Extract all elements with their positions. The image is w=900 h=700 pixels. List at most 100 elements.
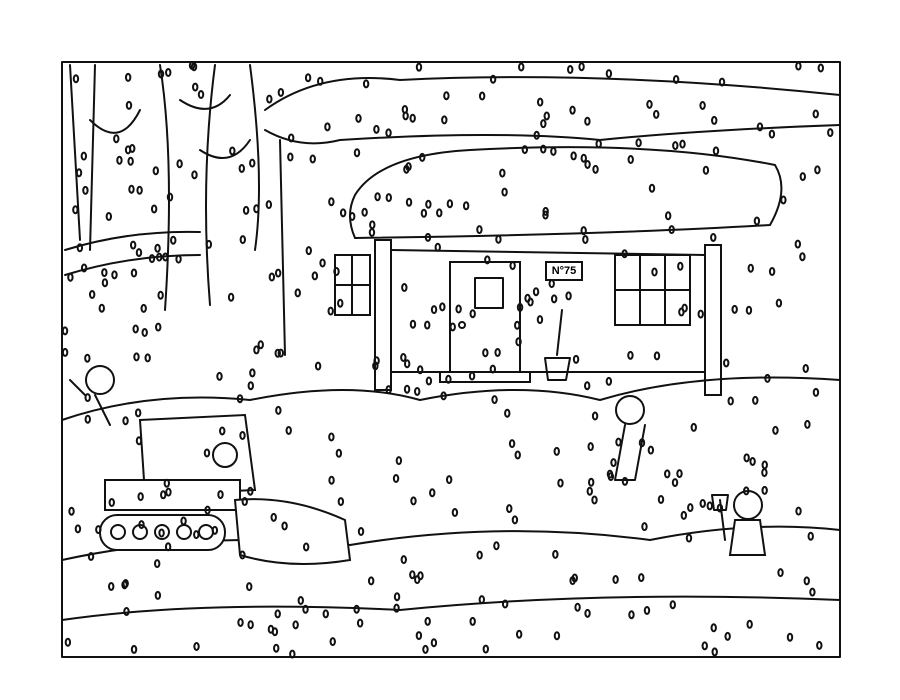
snowflake xyxy=(154,243,161,253)
snowflake xyxy=(277,87,285,97)
snowflake xyxy=(130,644,138,654)
snowflake xyxy=(247,486,254,496)
snowflake xyxy=(192,82,199,92)
snowflake xyxy=(80,263,88,273)
snowflake xyxy=(353,148,361,158)
snowflake xyxy=(643,605,651,615)
snowflake xyxy=(88,290,96,300)
snowflake xyxy=(455,304,462,314)
snowflake xyxy=(402,111,409,121)
snowflake xyxy=(786,632,794,642)
snowflake xyxy=(409,570,416,580)
snowflake xyxy=(157,69,165,79)
snowflake xyxy=(679,139,686,149)
snowflake xyxy=(515,337,522,347)
snowflake xyxy=(542,206,549,216)
snowflake xyxy=(247,381,254,391)
snowflake xyxy=(158,528,165,538)
snowflake xyxy=(72,205,79,215)
snowflake xyxy=(410,496,417,506)
snowflake xyxy=(493,541,500,551)
snowflake xyxy=(501,187,508,197)
snowflake xyxy=(156,252,163,262)
snowflake xyxy=(711,647,718,657)
snowflake xyxy=(238,163,245,173)
snowflake xyxy=(701,641,708,651)
snowflake xyxy=(152,166,160,176)
snowflake xyxy=(768,129,776,139)
snowflake xyxy=(690,422,697,432)
snowflake xyxy=(249,158,256,168)
snowflake xyxy=(746,619,753,629)
snowflake xyxy=(672,141,679,151)
snowflake xyxy=(440,391,447,401)
snowflake xyxy=(586,486,593,496)
snowflake xyxy=(489,74,497,84)
snowflake xyxy=(415,631,423,641)
snowflake xyxy=(356,618,364,628)
snowflake xyxy=(395,456,403,466)
snowflake xyxy=(144,353,151,363)
snowflake xyxy=(664,469,671,479)
snowflake xyxy=(385,128,392,138)
snowflake xyxy=(592,164,599,174)
snowflake xyxy=(400,555,407,565)
snowflake xyxy=(157,290,164,300)
snowflake xyxy=(241,497,248,507)
shovel-icon xyxy=(544,309,571,381)
snowflake xyxy=(710,232,717,242)
snowflake xyxy=(424,616,431,626)
snowflake xyxy=(289,649,296,659)
snowflake xyxy=(275,405,282,415)
snowflake xyxy=(669,600,676,610)
snowflake xyxy=(141,328,148,338)
snowflake xyxy=(373,356,380,366)
snowflake xyxy=(569,576,576,586)
snowflake xyxy=(239,430,246,440)
snowflake xyxy=(328,475,335,485)
snowflake xyxy=(752,395,759,405)
snowflake xyxy=(711,115,718,125)
snowflake xyxy=(516,302,524,312)
snowflake xyxy=(680,510,688,520)
snowflake xyxy=(651,267,658,277)
snowflake xyxy=(536,315,544,325)
snowflake xyxy=(584,159,591,169)
snowflake xyxy=(565,291,572,301)
snowflake xyxy=(582,235,589,245)
snowflake xyxy=(64,637,72,647)
snowflake xyxy=(532,287,540,297)
snowflake xyxy=(124,72,132,82)
snowflake xyxy=(124,145,132,155)
snowflake xyxy=(745,305,753,315)
snowflake xyxy=(478,91,486,101)
snowflake xyxy=(335,448,343,458)
snowflake xyxy=(217,490,224,500)
snowflake xyxy=(671,478,679,488)
snowflake xyxy=(155,322,162,332)
snowflake xyxy=(160,490,167,500)
snowflake xyxy=(247,620,254,630)
snowflake xyxy=(548,279,555,289)
snowflake xyxy=(424,320,431,330)
snowflake xyxy=(772,425,779,435)
frame xyxy=(61,61,841,658)
snowflake xyxy=(591,411,599,421)
snowflake xyxy=(478,595,486,605)
snowflake xyxy=(405,197,413,207)
snowflake xyxy=(439,302,446,312)
window-left xyxy=(334,254,371,316)
snowflake xyxy=(419,152,426,162)
snowflake xyxy=(482,644,490,654)
snowflake xyxy=(165,68,172,78)
snowflake xyxy=(648,183,656,193)
snowflake xyxy=(543,111,550,121)
snowflake xyxy=(462,201,470,211)
snowflake xyxy=(285,425,292,435)
snowflake xyxy=(521,145,529,155)
snowflake xyxy=(134,408,142,418)
snowflake xyxy=(434,242,441,252)
snowflake xyxy=(816,640,823,650)
snowflake xyxy=(804,419,811,429)
snowflake xyxy=(266,94,273,104)
